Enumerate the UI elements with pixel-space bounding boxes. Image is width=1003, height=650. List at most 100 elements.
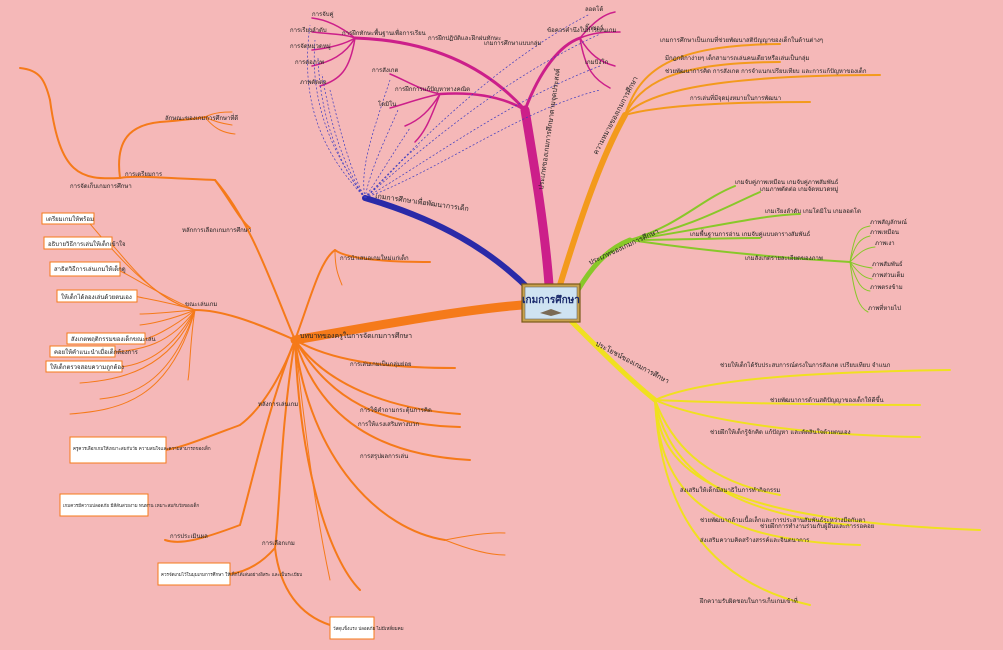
orange-left-sub: การเลือกเกม <box>262 539 295 547</box>
yellow-item: ฝึกความรับผิดชอบในการเก็บเกมเข้าที่ <box>699 596 798 605</box>
green-item: เกมจับคู่ภาพเหมือน เกมจับคู่ภาพสัมพันธ์ <box>735 178 839 186</box>
yellow-item: ส่งเสริมความคิดสร้างสรรค์และจินตนาการ <box>700 536 810 544</box>
svg-text:ให้เด็กได้ลองเล่นด้วยตนเอง: ให้เด็กได้ลองเล่นด้วยตนเอง <box>61 292 132 301</box>
orange-left-sub: การเตรียมการ <box>125 170 163 178</box>
svg-text:ให้เด็กตรวจสอบความถูกต้อง: ให้เด็กตรวจสอบความถูกต้อง <box>50 362 124 371</box>
yellow-labels: ประโยชน์ของเกมการศึกษา ช่วยให้เด็กได้รับ… <box>594 339 891 605</box>
center-node[interactable]: เกมการศึกษา <box>521 283 581 323</box>
orange-left-item: หลักการเลือกเกมการศึกษา <box>182 226 251 234</box>
orange-left-boxes: เตรียมเกมให้พร้อม อธิบายวิธีการเล่นให้เด… <box>41 212 404 640</box>
green-leaf: ภาพสัญลักษณ์ <box>870 218 907 226</box>
note-box: อธิบายวิธีการเล่นให้เด็กเข้าใจ <box>43 236 125 250</box>
branch-green-main <box>575 237 633 293</box>
magenta-leaf: จิ๊กซอว์ <box>585 23 604 32</box>
branch-orange-left-main <box>290 300 527 345</box>
svg-text:คอยให้คำแนะนำเมื่อเด็กต้องการ: คอยให้คำแนะนำเมื่อเด็กต้องการ <box>54 347 139 356</box>
orange-top-subbranches <box>624 43 881 116</box>
orange-left-item: การนำเสนอเกมใหม่แก่เด็ก <box>340 253 409 262</box>
orange-left-item: ลักษณะของเกมการศึกษาที่ดี <box>165 114 238 122</box>
magenta-leaf: การเรียงลำดับ <box>290 26 327 34</box>
note-box: วัสดุแข็งแรง ปลอดภัย ไม่มีเหลี่ยมคม <box>329 616 404 640</box>
orange-top-item: เกมการศึกษาเป็นเกมที่ช่วยพัฒนาสติปัญญาขอ… <box>660 35 823 44</box>
yellow-item: ส่งเสริมให้เด็กมีสมาธิในการทำกิจกรรม <box>680 485 780 494</box>
orange-left-main-label: บทบาทของครูในการจัดเกมการศึกษา <box>300 331 412 340</box>
yellow-item: ช่วยพัฒนาการด้านสติปัญญาของเด็กให้ดีขึ้น <box>770 394 884 404</box>
orange-left-sub: หลังการเล่นเกม <box>258 401 298 408</box>
book-icon <box>540 309 562 316</box>
orange-left-item: การจัดเก็บเกมการศึกษา <box>70 181 132 190</box>
green-leaf: ภาพสัมพันธ์ <box>872 260 903 268</box>
note-box: สังเกตพฤติกรรมของเด็กขณะเล่น <box>66 332 156 345</box>
green-leaf: ภาพที่หายไป <box>868 304 901 312</box>
orange-left-item: การใช้คำถามกระตุ้นการคิด <box>360 406 432 414</box>
magenta-sub5: ข้อควรคำนึงในการเล่นเกม <box>547 26 616 34</box>
magenta-main-label: ประเภทของเกมการศึกษาตามจุดประสงค์ <box>536 67 562 190</box>
orange-top-labels: ความหมายของเกมการศึกษา เกมการศึกษาเป็นเก… <box>591 35 867 156</box>
branch-magenta-main <box>520 105 554 290</box>
magenta-leaf: ภาพตัดต่อ <box>300 79 327 86</box>
orange-top-item: ช่วยพัฒนาการคิด การสังเกต การจำแนกเปรียบ… <box>665 66 867 75</box>
note-box: ควรจัดเกมไว้ในมุมเกมการศึกษา ให้เด็กได้เ… <box>157 562 302 586</box>
magenta-leaf: ลอตโต้ <box>585 5 603 13</box>
svg-text:สาธิตวิธีการเล่นเกมให้เด็กดู: สาธิตวิธีการเล่นเกมให้เด็กดู <box>54 264 126 273</box>
center-title: เกมการศึกษา <box>522 294 580 306</box>
magenta-leaf: การต่อภาพ <box>295 59 324 66</box>
orange-top-main-label: ความหมายของเกมการศึกษา <box>591 75 640 156</box>
note-box: คอยให้คำแนะนำเมื่อเด็กต้องการ <box>49 345 139 358</box>
svg-text:ครูควรเลือกเกมให้เหมาะสมกับวัย: ครูควรเลือกเกมให้เหมาะสมกับวัย ความสนใจแ… <box>73 444 211 452</box>
green-leaf: ภาพตรงข้าม <box>870 284 903 291</box>
orange-top-item: การเล่นที่มีจุดมุ่งหมายในการพัฒนา <box>690 94 781 102</box>
green-item: เกมพื้นฐานการอ่าน เกมจับคู่แบบตารางสัมพั… <box>690 228 811 238</box>
orange-left-item: การเล่นเกมเป็นกลุ่มย่อย <box>350 359 412 368</box>
yellow-subbranches <box>654 369 981 606</box>
note-box: เตรียมเกมให้พร้อม <box>41 212 95 225</box>
branch-blue-main <box>362 195 533 293</box>
magenta-leaf: เกมบิงโก <box>585 58 609 66</box>
magenta-leaf: การจับคู่ <box>312 11 334 18</box>
magenta-subbranches <box>311 11 621 143</box>
note-box: ให้เด็กได้ลองเล่นด้วยตนเอง <box>56 289 138 303</box>
green-leaf: ภาพเงา <box>875 240 895 247</box>
green-main-label: ประเภทของเกมการศึกษา <box>587 226 660 266</box>
yellow-item: ช่วยให้เด็กได้รับประสบการณ์ตรงในการสังเก… <box>720 360 891 369</box>
note-box: ให้เด็กตรวจสอบความถูกต้อง <box>45 360 124 373</box>
svg-text:ควรจัดเกมไว้ในมุมเกมการศึกษา ใ: ควรจัดเกมไว้ในมุมเกมการศึกษา ให้เด็กได้เ… <box>161 570 302 578</box>
green-item: เกมเรียงลำดับ เกมโดมิโน เกมลอตโต <box>765 207 861 215</box>
magenta-dashed-links <box>307 13 601 199</box>
svg-text:เกมควรมีความปลอดภัย มีสีสันสวย: เกมควรมีความปลอดภัย มีสีสันสวยงาม ทนทาน … <box>63 501 199 509</box>
magenta-labels: ประเภทของเกมการศึกษาตามจุดประสงค์ การฝึก… <box>290 5 616 190</box>
orange-left-sub: การประเมินผล <box>170 533 208 540</box>
magenta-sub4: เกมการศึกษาแบบกลุ่ม <box>484 40 541 47</box>
orange-top-item: มีกฎกติกาง่ายๆ เด็กสามารถเล่นคนเดียวหรือ… <box>665 53 810 62</box>
magenta-leaf: การสังเกต <box>372 67 399 74</box>
orange-left-item: การให้แรงเสริมทางบวก <box>358 420 419 428</box>
green-subbranches <box>629 185 876 313</box>
branch-yellow-main <box>567 317 658 403</box>
branch-orange-top-main <box>557 112 628 288</box>
yellow-item: ช่วยพัฒนากล้ามเนื้อเล็กและการประสานสัมพั… <box>700 514 866 524</box>
green-item: เกมภาพตัดต่อ เกมจัดหมวดหมู่ <box>760 186 838 193</box>
orange-left-item: การสรุปผลการเล่น <box>360 453 408 460</box>
note-box: เกมควรมีความปลอดภัย มีสีสันสวยงาม ทนทาน … <box>59 493 199 517</box>
green-leaf: ภาพเหมือน <box>870 228 899 236</box>
note-box: ครูควรเลือกเกมให้เหมาะสมกับวัย ความสนใจแ… <box>69 436 211 464</box>
magenta-sub3: การฝึกการแก้ปัญหาทางคณิต <box>395 86 470 93</box>
yellow-item: ช่วยฝึกการทำงานร่วมกับผู้อื่นและการรอคอย <box>760 522 874 530</box>
svg-text:เตรียมเกมให้พร้อม: เตรียมเกมให้พร้อม <box>46 215 94 223</box>
orange-left-sub: ขณะเล่นเกม <box>185 301 217 308</box>
svg-text:สังเกตพฤติกรรมของเด็กขณะเล่น: สังเกตพฤติกรรมของเด็กขณะเล่น <box>71 334 156 343</box>
blue-main-label: เกมการศึกษาเพื่อพัฒนาการเด็ก <box>375 191 470 213</box>
green-leaf: ภาพส่วนเต็ม <box>872 270 904 279</box>
orange-left-subbranches <box>19 67 506 626</box>
svg-text:อธิบายวิธีการเล่นให้เด็กเข้าใจ: อธิบายวิธีการเล่นให้เด็กเข้าใจ <box>48 239 125 248</box>
magenta-leaf: โดมิโน <box>378 100 396 108</box>
yellow-item: ช่วยฝึกให้เด็กรู้จักคิด แก้ปัญหา และตัดส… <box>710 427 851 436</box>
magenta-sub2: การฝึกปฏิบัติและฝึกฝนทักษะ <box>428 35 501 42</box>
green-item: เกมสังเกตรายละเอียดของภาพ <box>745 254 823 262</box>
note-box: สาธิตวิธีการเล่นเกมให้เด็กดู <box>49 261 126 277</box>
magenta-sub1: การฝึกทักษะพื้นฐานเพื่อการเรียน <box>342 27 426 37</box>
svg-text:วัสดุแข็งแรง ปลอดภัย ไม่มีเหลี: วัสดุแข็งแรง ปลอดภัย ไม่มีเหลี่ยมคม <box>333 624 404 632</box>
magenta-leaf: การจัดหมวดหมู่ <box>290 43 331 50</box>
orange-left-labels: บทบาทของครูในการจัดเกมการศึกษา การเตรียม… <box>70 114 432 547</box>
